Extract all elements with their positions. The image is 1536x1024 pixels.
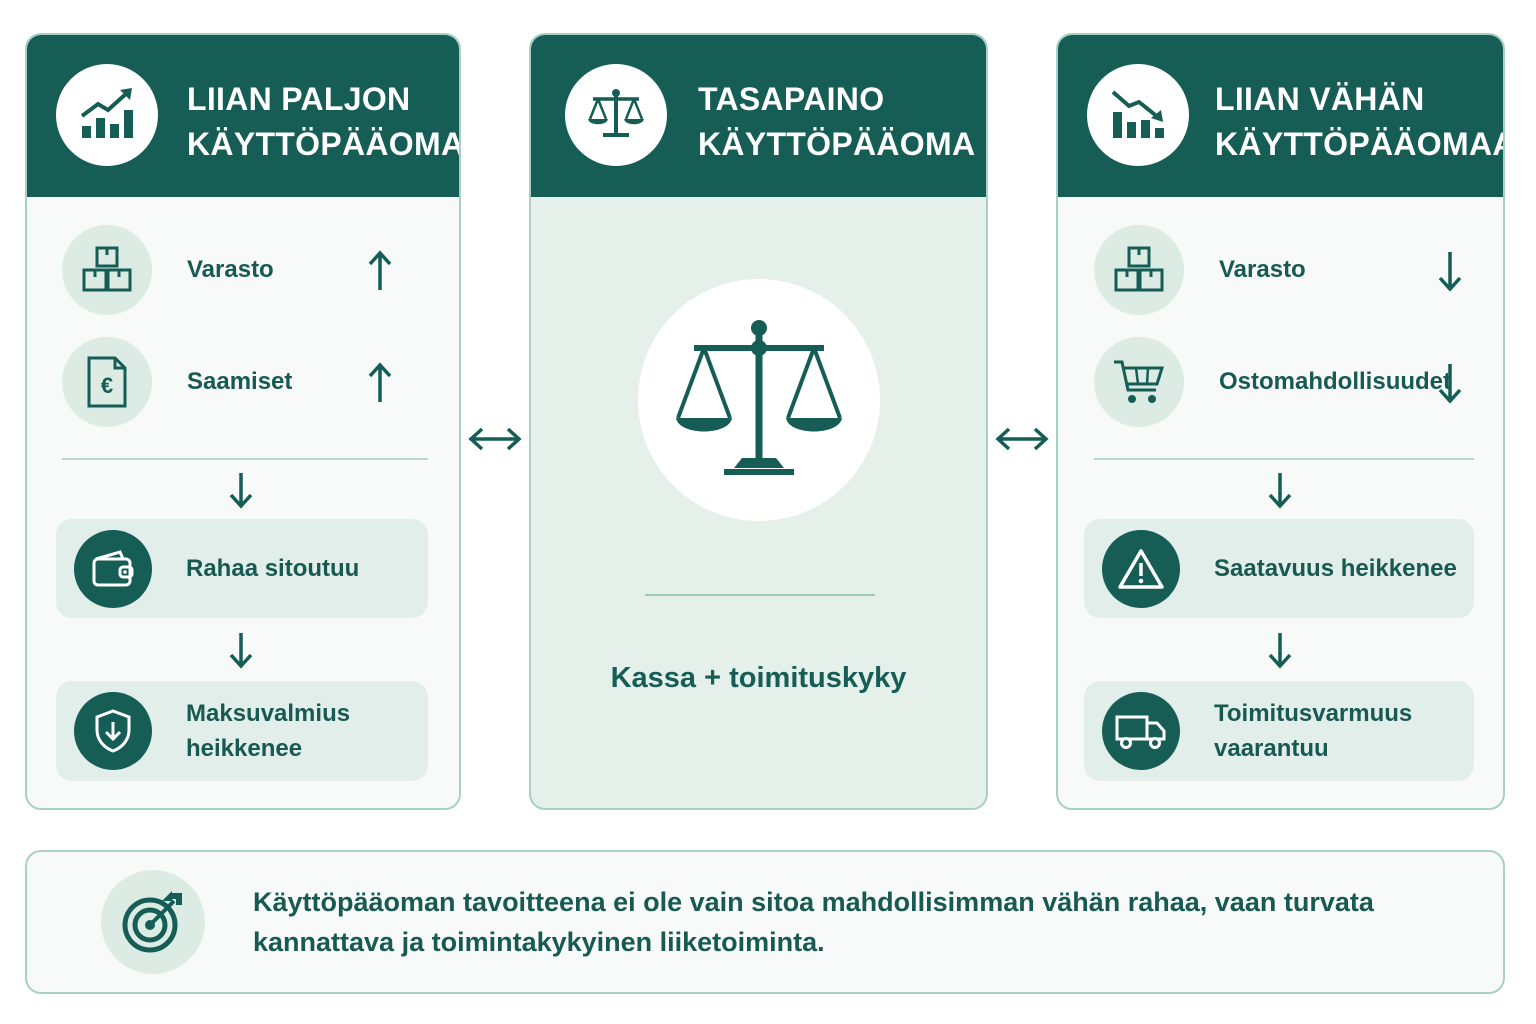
panel-header: TASAPAINO KÄYTTÖPÄÄOMA xyxy=(531,35,986,197)
effect-label-line1: Toimitusvarmuus xyxy=(1214,700,1413,727)
boxes-icon xyxy=(62,225,152,315)
panel-title-line1: TASAPAINO xyxy=(698,81,885,117)
item-varasto: Varasto xyxy=(62,225,442,315)
arrow-down-icon xyxy=(1438,252,1462,292)
boxes-icon xyxy=(1094,225,1184,315)
double-arrow-icon xyxy=(468,427,522,451)
euro-document-icon: € xyxy=(62,337,152,427)
warning-icon xyxy=(1102,529,1180,608)
panel-title-line1: LIIAN PALJON xyxy=(187,81,411,117)
effect-label-line2: heikkenee xyxy=(186,735,303,762)
panel-title-line2: KÄYTTÖPÄÄOMA xyxy=(698,126,976,162)
conclusion-line1: Käyttöpääoman tavoitteena ei ole vain si… xyxy=(253,887,1374,917)
chart-down-icon xyxy=(1087,64,1189,166)
conclusion-box: Käyttöpääoman tavoitteena ei ole vain si… xyxy=(25,850,1505,994)
divider xyxy=(62,458,428,460)
item-label: Varasto xyxy=(187,256,274,283)
effect-label: Toimitusvarmuus vaarantuu xyxy=(1214,696,1412,766)
divider xyxy=(1094,458,1474,460)
balance-caption: Kassa + toimituskyky xyxy=(610,662,907,694)
arrow-down-icon xyxy=(229,473,253,509)
effect-box: Rahaa sitoutuu xyxy=(56,519,428,618)
chart-up-icon xyxy=(56,64,158,166)
item-ostomahdollisuudet: Ostomahdollisuudet xyxy=(1094,337,1494,427)
effect-box: Saatavuus heikkenee xyxy=(1084,519,1474,618)
panel-title-line2: KÄYTTÖPÄÄOMAA xyxy=(187,126,461,162)
panel-header: LIIAN PALJON KÄYTTÖPÄÄOMAA xyxy=(27,35,461,197)
item-saamiset: € Saamiset xyxy=(62,337,442,427)
conclusion-text: Käyttöpääoman tavoitteena ei ole vain si… xyxy=(253,882,1453,962)
panel-title: LIIAN VÄHÄN KÄYTTÖPÄÄOMAA xyxy=(1215,77,1505,167)
arrow-up-icon xyxy=(368,362,392,402)
cart-icon xyxy=(1094,337,1184,427)
item-label: Ostomahdollisuudet xyxy=(1219,368,1452,395)
arrow-down-icon xyxy=(1268,473,1292,509)
effect-label-line2: vaarantuu xyxy=(1214,735,1329,762)
effect-label: Maksuvalmius heikkenee xyxy=(186,696,350,766)
arrow-down-icon xyxy=(229,633,253,669)
effect-box: Maksuvalmius heikkenee xyxy=(56,681,428,781)
item-label: Saamiset xyxy=(187,368,293,395)
double-arrow-icon xyxy=(995,427,1049,451)
effect-label: Saatavuus heikkenee xyxy=(1214,551,1457,586)
conclusion-line2: kannattava ja toimintakykyinen liiketoim… xyxy=(253,927,825,957)
arrow-down-icon xyxy=(1438,364,1462,404)
panel-title: TASAPAINO KÄYTTÖPÄÄOMA xyxy=(698,77,975,167)
item-varasto: Varasto xyxy=(1094,225,1494,315)
panel-balance: TASAPAINO KÄYTTÖPÄÄOMA Kassa + toimitusk… xyxy=(529,33,988,810)
effect-box: Toimitusvarmuus vaarantuu xyxy=(1084,681,1474,781)
scale-icon xyxy=(565,64,667,166)
effect-label-line1: Rahaa sitoutuu xyxy=(186,555,360,582)
target-icon xyxy=(101,870,205,974)
truck-icon xyxy=(1102,692,1180,770)
scale-icon xyxy=(638,279,880,521)
arrow-up-icon xyxy=(368,250,392,290)
panel-header: LIIAN VÄHÄN KÄYTTÖPÄÄOMAA xyxy=(1058,35,1505,197)
panel-too-little: LIIAN VÄHÄN KÄYTTÖPÄÄOMAA Varasto xyxy=(1056,33,1505,810)
effect-label: Rahaa sitoutuu xyxy=(186,551,359,586)
svg-text:€: € xyxy=(101,373,113,398)
panel-title: LIIAN PALJON KÄYTTÖPÄÄOMAA xyxy=(187,77,461,167)
item-label: Varasto xyxy=(1219,256,1306,283)
divider xyxy=(645,594,875,596)
panel-title-line2: KÄYTTÖPÄÄOMAA xyxy=(1215,126,1505,162)
shield-down-icon xyxy=(74,692,152,770)
panel-title-line1: LIIAN VÄHÄN xyxy=(1215,81,1425,117)
arrow-down-icon xyxy=(1268,633,1292,669)
effect-label-line1: Saatavuus heikkenee xyxy=(1214,555,1457,582)
effect-label-line1: Maksuvalmius xyxy=(186,700,351,727)
wallet-icon xyxy=(74,529,152,608)
panel-too-much: LIIAN PALJON KÄYTTÖPÄÄOMAA Varasto xyxy=(25,33,461,810)
